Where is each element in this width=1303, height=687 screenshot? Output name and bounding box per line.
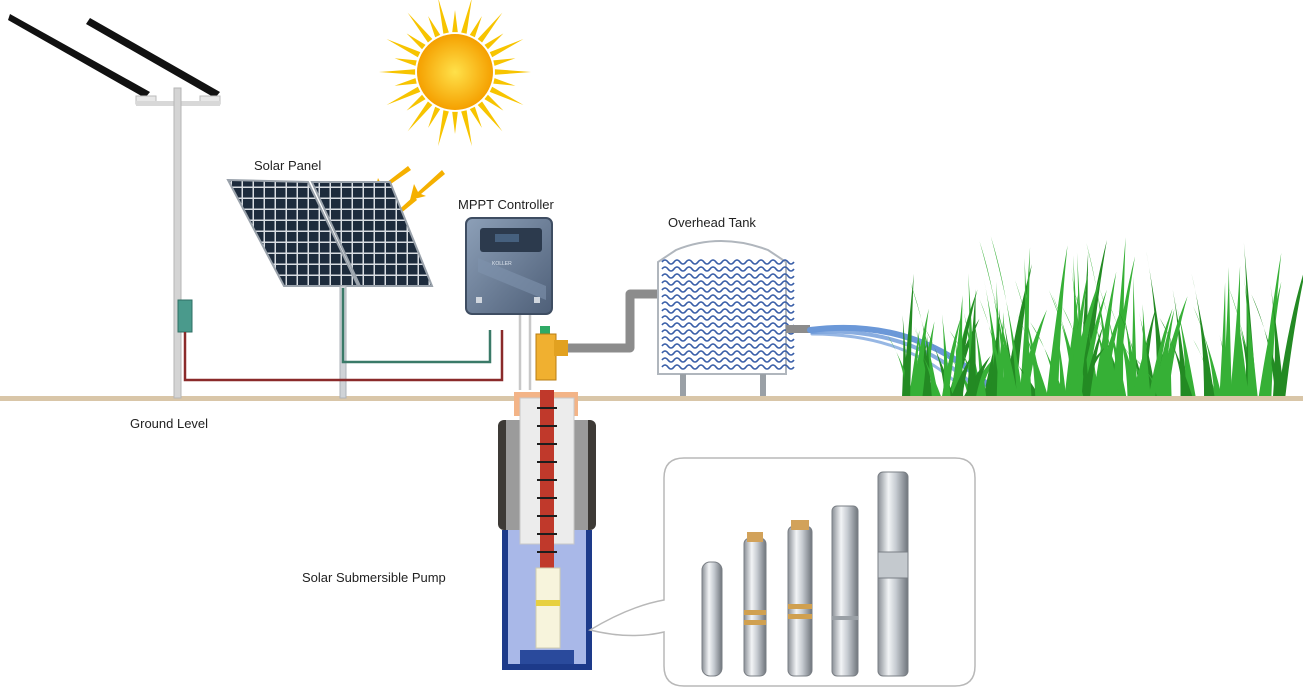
label-ground-level: Ground Level	[130, 416, 209, 431]
well-head-fitting	[535, 333, 568, 381]
pump-lineup-callout	[588, 457, 976, 687]
delivery-pipe	[560, 289, 660, 353]
grass-field	[887, 236, 1303, 396]
pump-model-1	[701, 561, 723, 677]
label-solar-panel: Solar Panel	[254, 158, 322, 173]
antenna-pole	[8, 14, 221, 399]
overhead-tank	[657, 240, 810, 396]
solar-panel	[226, 178, 434, 399]
borehole	[498, 390, 596, 670]
pump-model-2	[743, 532, 767, 677]
ground-line	[0, 396, 1303, 401]
pump-models	[701, 471, 909, 677]
label-solar-submersible-pump: Solar Submersible Pump	[302, 570, 446, 585]
water-spray	[807, 324, 998, 395]
cables	[183, 288, 532, 390]
pump-model-5	[877, 471, 909, 677]
sun-icon	[379, 0, 531, 147]
mppt-controller	[465, 217, 553, 336]
pump-model-4	[831, 505, 859, 677]
controller-badge: KOLLER	[492, 261, 512, 267]
label-overhead-tank: Overhead Tank	[668, 215, 756, 230]
label-mppt-controller: MPPT Controller	[458, 197, 554, 212]
pump-model-3	[787, 520, 813, 677]
